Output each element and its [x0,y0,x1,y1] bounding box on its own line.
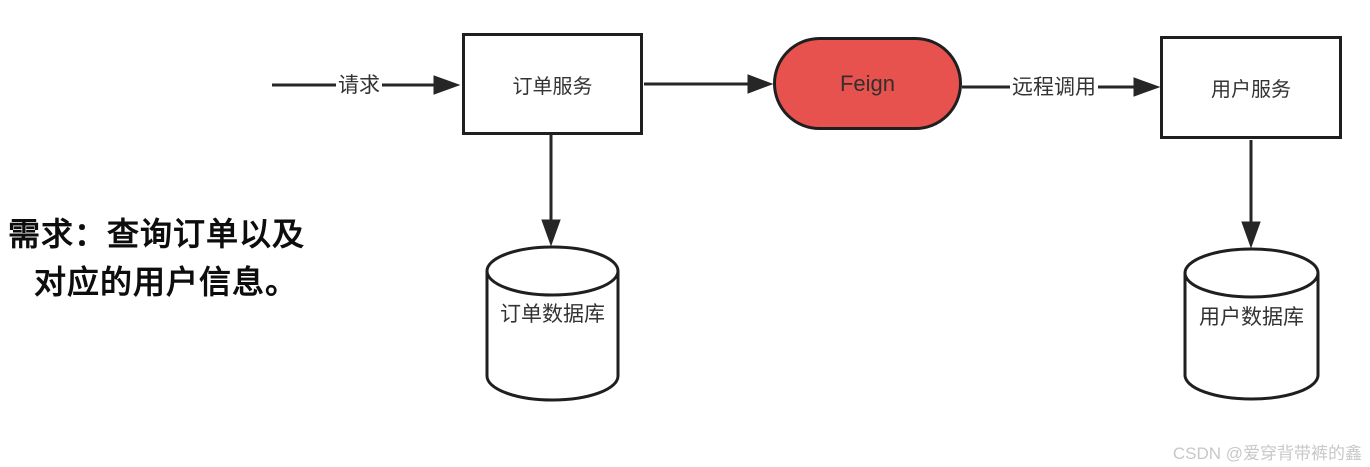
order-database-label: 订单数据库 [500,303,605,326]
remote-call-edge-label: 远程调用 [1010,75,1098,100]
watermark: CSDN @爱穿背带裤的鑫 [1172,444,1362,463]
order-database-cylinder [485,245,620,402]
order-service-label: 订单服务 [512,75,593,98]
order-db-arrow [541,135,561,247]
user-service-label: 用户服务 [1211,79,1291,101]
request-edge-label: 请求 [336,73,382,98]
order-to-feign-arrow [644,74,774,94]
requirement-line-2: 对应的用户信息。 [34,264,299,300]
user-db-arrow [1241,140,1261,249]
user-database-label: 用户数据库 [1199,306,1304,329]
requirement-line-1: 需求：查询订单以及 [8,216,306,252]
feign-node: Feign [773,37,962,130]
user-service-node: 用户服务 [1160,36,1342,139]
user-database-cylinder [1183,247,1320,401]
feign-label: Feign [839,70,896,96]
requirement-text: 需求：查询订单以及 对应的用户信息。 [8,210,305,306]
order-service-node: 订单服务 [462,33,643,135]
